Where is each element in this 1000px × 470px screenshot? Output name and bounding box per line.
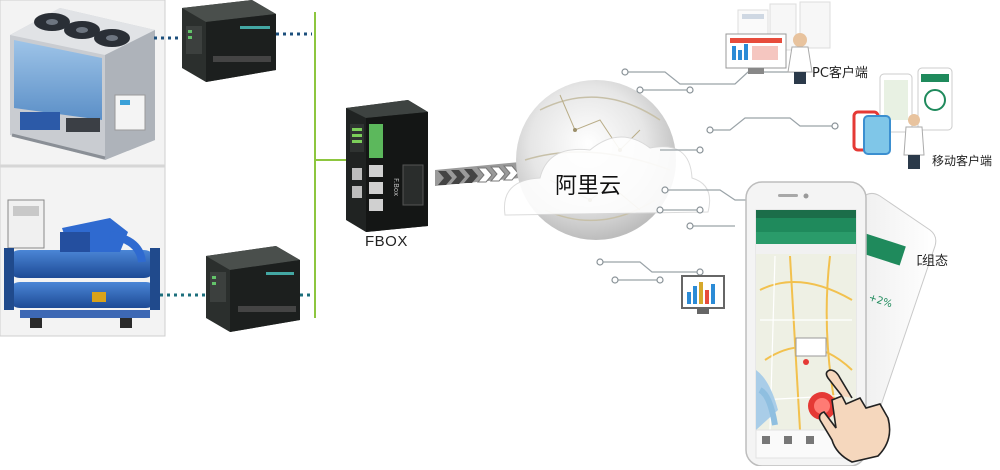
- dashboard-monitor-icon: [681, 275, 725, 314]
- cloud-globe: [503, 80, 711, 240]
- fbox-label: FBOX: [365, 233, 408, 250]
- circuit-traces: [600, 71, 835, 281]
- mobile-client-label: 移动客户端: [932, 154, 993, 168]
- aliyun-cloud-label: 阿里云: [555, 174, 622, 199]
- config-label-prefix: 口: [916, 250, 922, 269]
- pc-client-label: PC客户端: [812, 66, 868, 81]
- tapping-hand-icon: [808, 369, 891, 463]
- fbox-brand-text: F.Box: [392, 178, 400, 196]
- pc-client-illustration: [725, 1, 831, 84]
- dotted-link-top: [154, 32, 312, 40]
- green-bus-line: [314, 12, 346, 318]
- config-label-text: 组态: [922, 254, 949, 269]
- fbox-device: F.Box: [346, 100, 428, 232]
- plc-bottom: [206, 246, 300, 332]
- config-label-partial: 口组态: [916, 250, 948, 269]
- uplink-arrow: [435, 162, 520, 186]
- plc-top: [182, 0, 276, 82]
- front-phone: [745, 181, 867, 467]
- air-cooled-chiller-image: [10, 8, 155, 160]
- water-cooled-chiller-image: [4, 199, 160, 328]
- mobile-client-illustration: [852, 67, 953, 169]
